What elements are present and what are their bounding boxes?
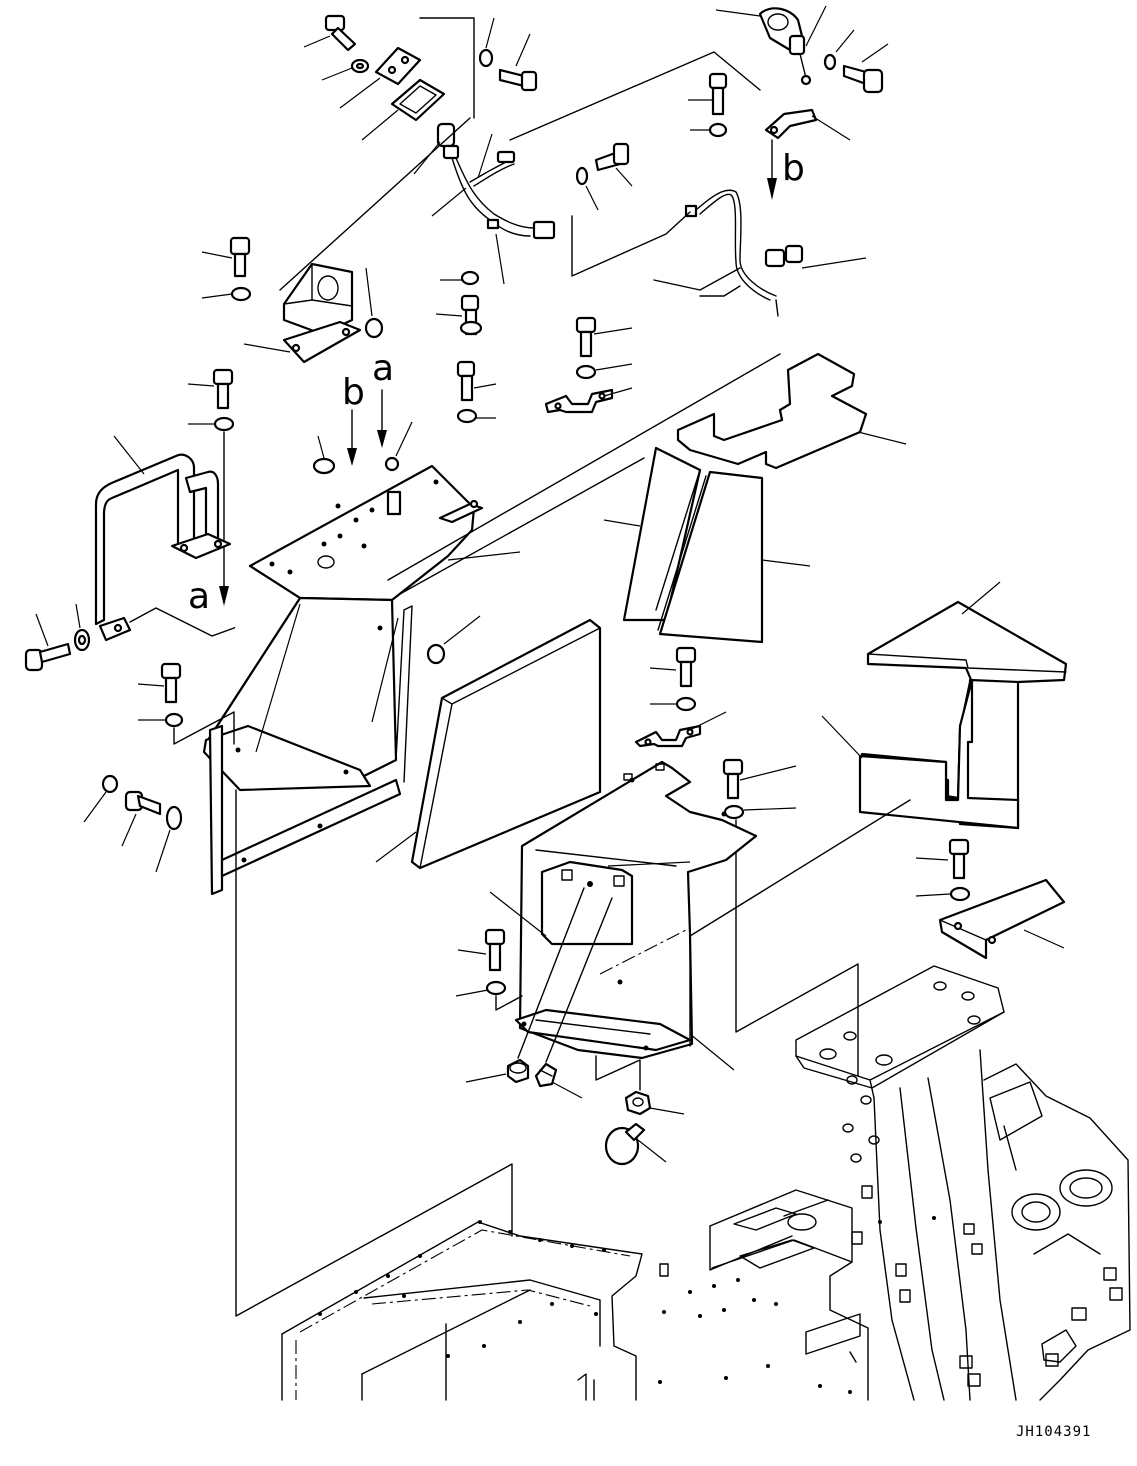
washer-frame-2 bbox=[155, 805, 183, 873]
machine-frame-right bbox=[795, 965, 1131, 1401]
bracket-lower-1 bbox=[534, 1062, 583, 1099]
washer-top-right-2 bbox=[690, 122, 728, 138]
clamp-center-upper bbox=[544, 387, 633, 414]
small-washer-top-right bbox=[823, 29, 855, 71]
drawing-code: JH104391 bbox=[1016, 1424, 1091, 1440]
machine-deck-center bbox=[658, 1189, 869, 1401]
bolt-right-lower bbox=[915, 838, 970, 880]
grab-handle bbox=[94, 435, 232, 642]
grommet-cover bbox=[426, 615, 481, 665]
washer-frame-1 bbox=[138, 712, 184, 728]
washer-handle bbox=[73, 603, 91, 652]
bolt-lower-1 bbox=[457, 928, 506, 972]
bolt-vertical-top-right bbox=[688, 72, 728, 116]
bolt-center-upper bbox=[575, 316, 633, 358]
pad-right-2 bbox=[657, 470, 811, 644]
top-bolt-1 bbox=[303, 14, 357, 52]
washer-lower-1 bbox=[455, 980, 507, 997]
clip-bracket-top-right bbox=[764, 108, 851, 141]
pad-top-right bbox=[676, 352, 907, 470]
side-frame bbox=[208, 724, 402, 896]
top-right-lamp bbox=[715, 5, 827, 86]
bolt-handle bbox=[24, 613, 72, 672]
cap-switch-box bbox=[364, 267, 384, 339]
arrows-b-a-upper: b a bbox=[342, 348, 394, 466]
bolt-mid-column-2 bbox=[456, 360, 497, 402]
switch-box bbox=[243, 262, 362, 364]
washer-switch-box bbox=[201, 286, 252, 302]
knob-lower bbox=[604, 1122, 667, 1166]
bolt-right-mid-2 bbox=[722, 758, 797, 800]
small-nut-cover bbox=[384, 421, 413, 472]
bolt-top-center bbox=[498, 33, 538, 92]
nut-lower bbox=[624, 1090, 685, 1116]
bolt-mid-column bbox=[435, 294, 483, 336]
machine-frame-left bbox=[281, 1220, 643, 1401]
top-washer-1 bbox=[321, 58, 370, 81]
lamp-harness-right bbox=[684, 189, 867, 317]
washer-mid-column-2 bbox=[456, 408, 496, 424]
washer-mid-right bbox=[575, 166, 599, 211]
bolt-right-mid-1 bbox=[649, 646, 697, 688]
view-letter-b: b bbox=[782, 148, 805, 189]
nut-frame bbox=[83, 774, 119, 823]
washer-center-upper bbox=[575, 363, 633, 380]
gasket bbox=[361, 78, 446, 141]
cover-panel-left bbox=[202, 464, 521, 792]
washer-mid-column bbox=[440, 270, 480, 286]
small-plate-cover bbox=[438, 499, 484, 524]
cover-panel-lower bbox=[489, 760, 758, 1071]
bolt-mid-right bbox=[594, 142, 633, 187]
pad-triangle-right bbox=[821, 581, 1068, 830]
bracket-right-lower bbox=[938, 878, 1066, 960]
bolt-frame-2 bbox=[121, 790, 162, 847]
cover-plate bbox=[339, 46, 422, 109]
insulation-pad-left bbox=[375, 618, 602, 870]
bolt-left-panel bbox=[187, 368, 234, 410]
washer-left-panel bbox=[188, 416, 235, 432]
washer-right-mid-2 bbox=[723, 804, 797, 820]
view-letter-a-2: a bbox=[188, 576, 210, 617]
washer-top-center bbox=[478, 17, 495, 68]
rubber-plug-cover bbox=[312, 435, 336, 475]
clamp-right-mid bbox=[634, 711, 727, 748]
bolt-frame-1 bbox=[137, 662, 182, 704]
bolt-switch-box bbox=[201, 236, 251, 278]
washer-right-mid-1 bbox=[650, 696, 697, 712]
arrow-b-top: b bbox=[767, 139, 805, 200]
wiring-harness-left bbox=[413, 122, 556, 285]
view-letter-a: a bbox=[372, 348, 394, 389]
view-letter-b-2: b bbox=[342, 372, 365, 413]
bolt-top-right bbox=[842, 43, 889, 94]
cap-lower-1 bbox=[465, 1058, 530, 1084]
washer-right-lower bbox=[915, 886, 971, 902]
